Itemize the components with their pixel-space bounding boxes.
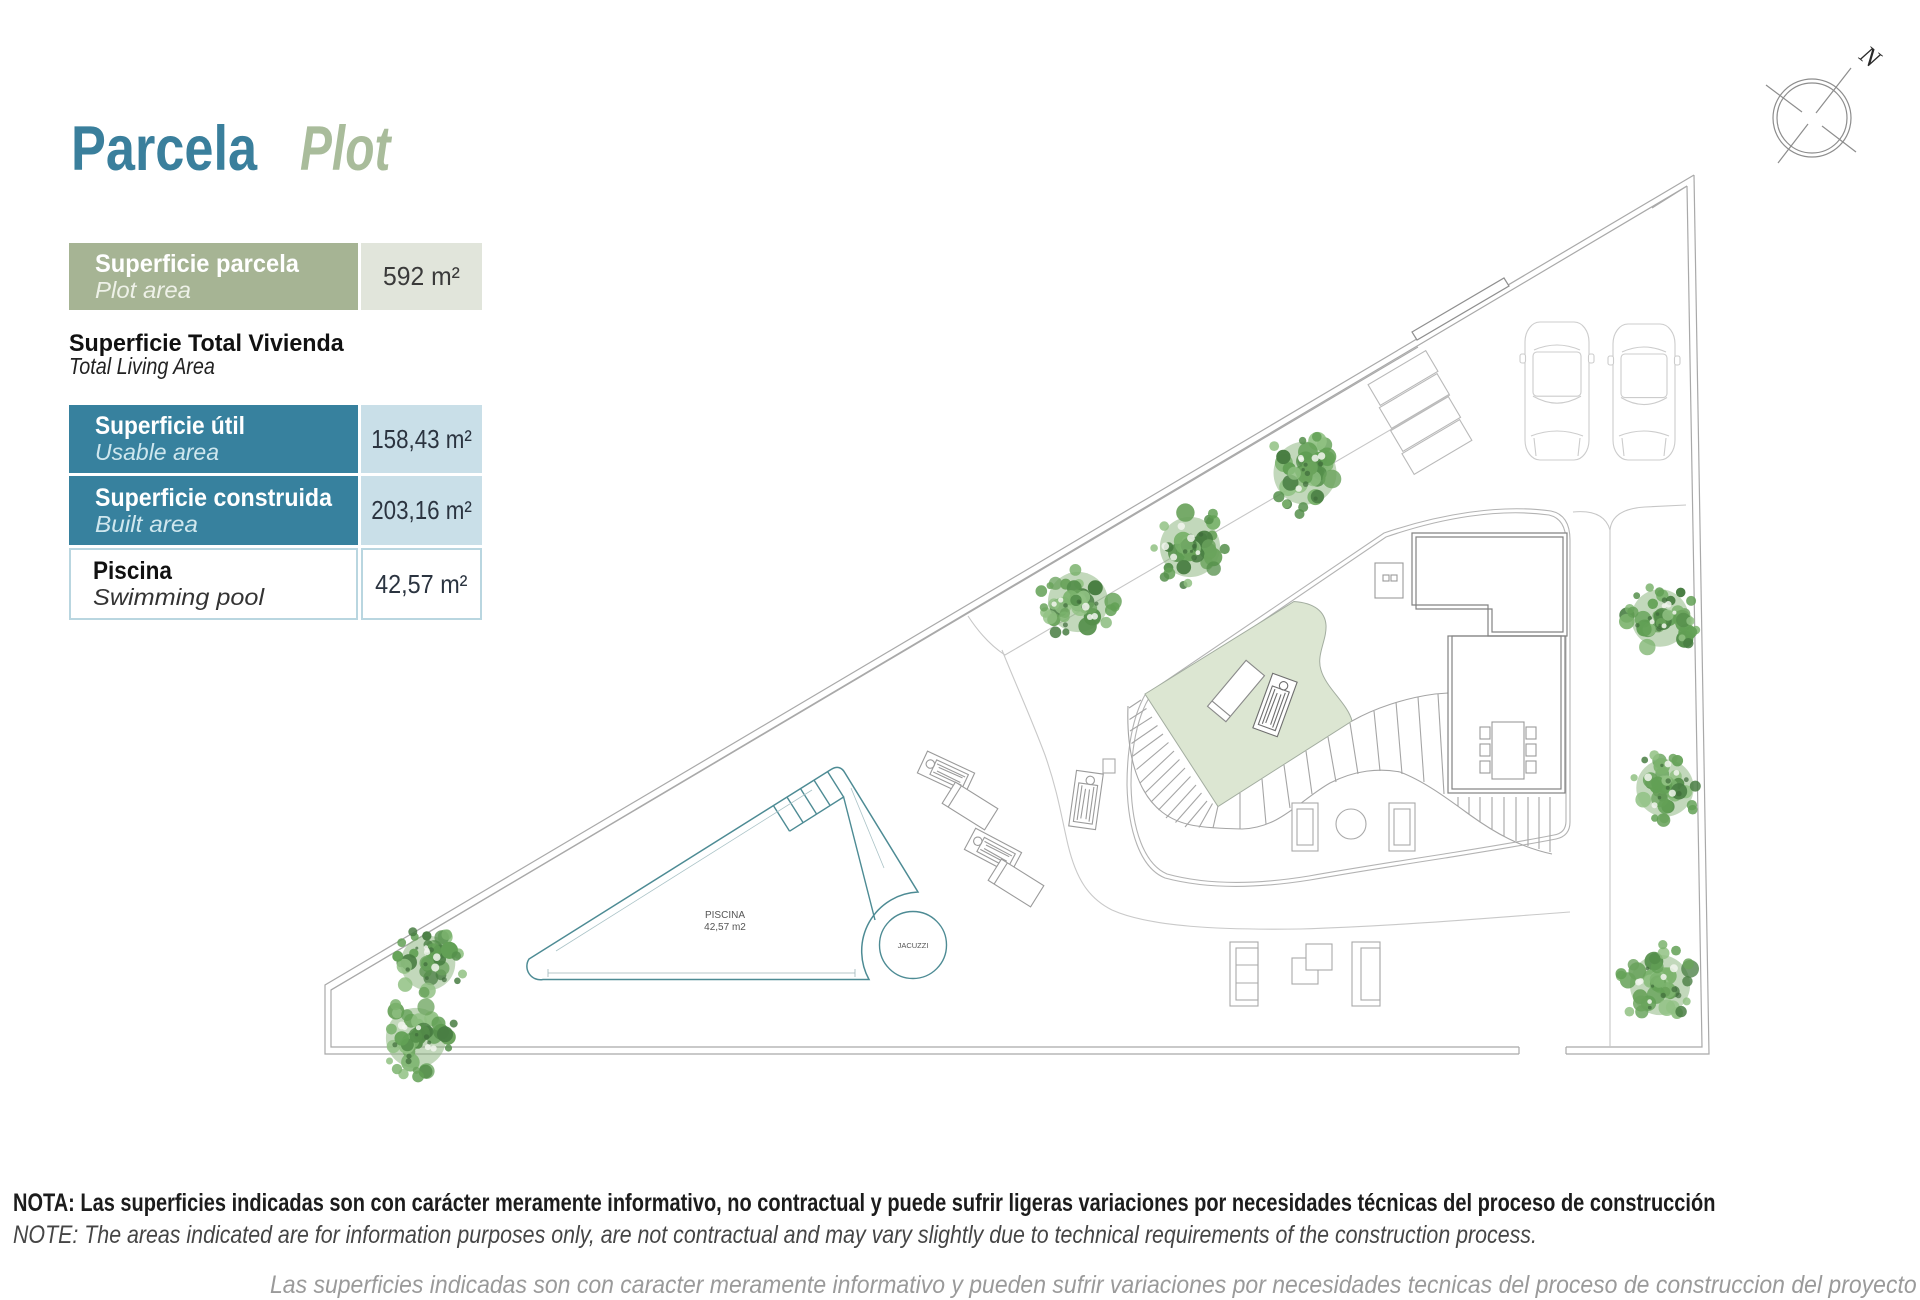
svg-text:JACUZZI: JACUZZI	[898, 941, 929, 950]
svg-text:PISCINA: PISCINA	[705, 910, 745, 921]
svg-text:N: N	[1854, 39, 1888, 74]
svg-text:42,57 m2: 42,57 m2	[704, 922, 746, 933]
